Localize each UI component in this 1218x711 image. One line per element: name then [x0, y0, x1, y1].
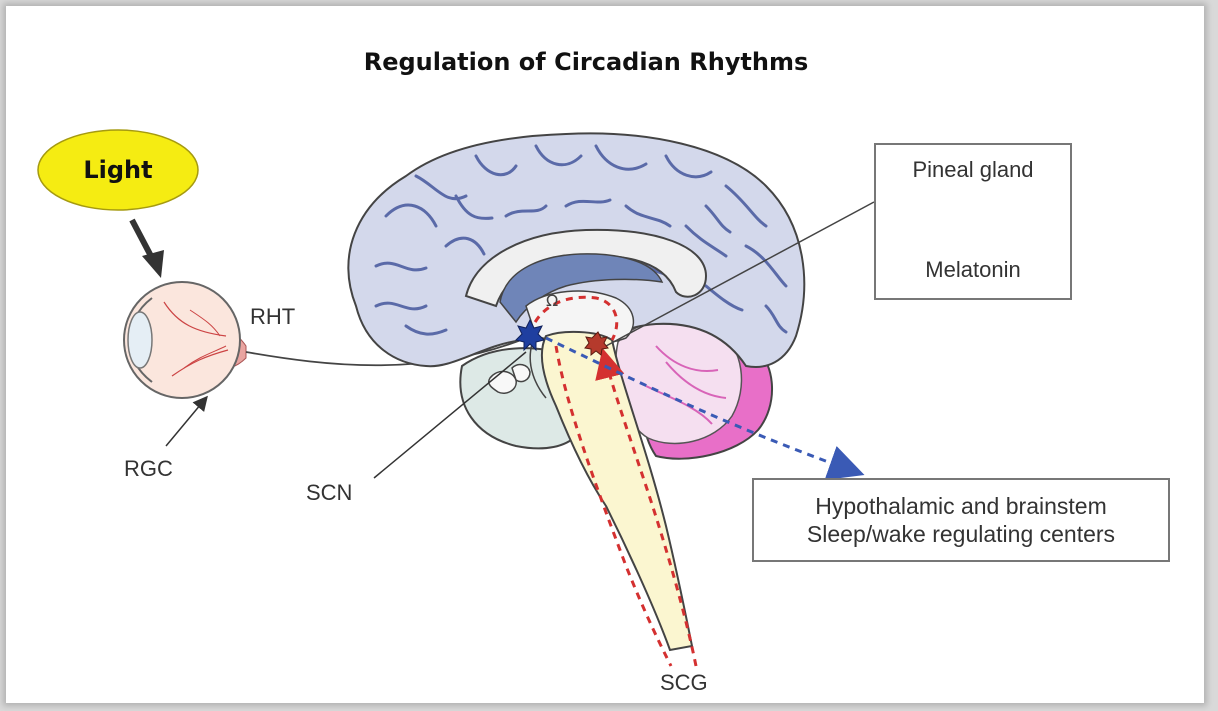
- scn-label: SCN: [306, 480, 352, 506]
- scg-label: SCG: [660, 670, 708, 696]
- pineal-gland-box: Pineal gland Melatonin: [874, 143, 1072, 300]
- rht-label: RHT: [250, 304, 295, 330]
- hypothalamic-line1: Hypothalamic and brainstem: [754, 492, 1168, 520]
- pineal-gland-label: Pineal gland: [876, 157, 1070, 183]
- melatonin-label: Melatonin: [876, 257, 1070, 283]
- rgc-pointer: [166, 398, 206, 446]
- light-label: Light: [38, 130, 198, 210]
- rgc-label: RGC: [124, 456, 173, 482]
- hypothalamic-line2: Sleep/wake regulating centers: [754, 520, 1168, 548]
- diagram-title: Regulation of Circadian Rhythms: [6, 48, 1166, 76]
- light-arrow: [132, 220, 164, 278]
- omega-mark: Ω: [546, 291, 558, 310]
- hypothalamic-centers-box: Hypothalamic and brainstem Sleep/wake re…: [752, 478, 1170, 562]
- diagram-frame: Ω Regulation of Circadian Rhythms Light …: [6, 6, 1204, 703]
- eye-icon: [124, 282, 246, 398]
- circadian-diagram: Ω: [6, 6, 1204, 703]
